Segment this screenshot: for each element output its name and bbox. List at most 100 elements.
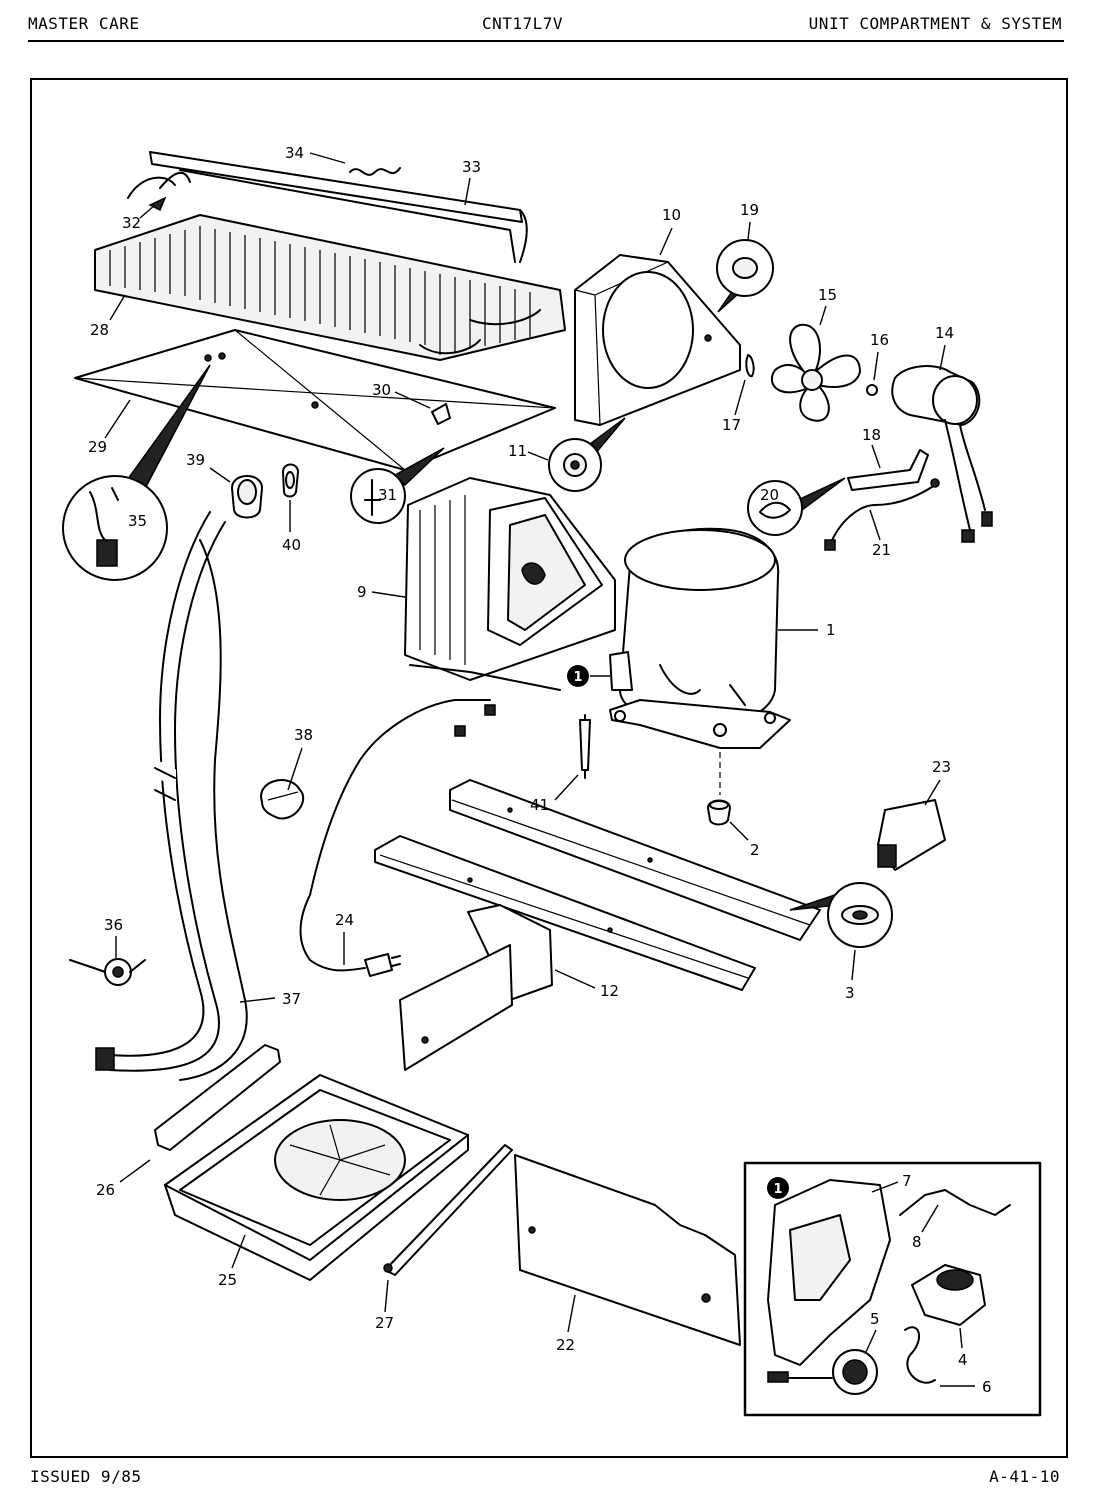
callout-label: 26 bbox=[96, 1181, 115, 1199]
part-15-fan-blade bbox=[770, 323, 861, 422]
callout-32: 32 bbox=[122, 204, 156, 232]
callout-21: 21 bbox=[869, 509, 891, 559]
callout-label: 33 bbox=[462, 158, 481, 176]
part-36-valve bbox=[69, 958, 146, 986]
callout-41: 41 bbox=[530, 774, 579, 814]
part-30-clip bbox=[431, 403, 451, 425]
part-6-wire bbox=[904, 1326, 936, 1384]
callout-22: 22 bbox=[556, 1294, 576, 1354]
part-20-clip-detail bbox=[747, 477, 846, 536]
callout-label: 24 bbox=[335, 911, 354, 929]
callout-37: 37 bbox=[239, 990, 301, 1008]
inset-marker-badge: 1 bbox=[567, 665, 610, 687]
callout-label: 2 bbox=[750, 841, 760, 859]
callout-17: 17 bbox=[722, 379, 746, 434]
part-rail-lower bbox=[374, 835, 756, 991]
callout-label: 12 bbox=[600, 982, 619, 1000]
callout-30: 30 bbox=[372, 381, 431, 409]
callout-31: 31 bbox=[378, 486, 397, 504]
callout-label: 8 bbox=[912, 1233, 922, 1251]
callout-16: 16 bbox=[870, 331, 889, 381]
callout-label: 18 bbox=[862, 426, 881, 444]
part-14-fan-motor bbox=[891, 365, 993, 543]
callout-20: 20 bbox=[760, 486, 779, 504]
part-26-tray-rail bbox=[154, 1044, 281, 1151]
callout-6: 6 bbox=[940, 1378, 992, 1396]
part-12-bracket bbox=[399, 904, 553, 1071]
callout-26: 26 bbox=[96, 1159, 151, 1199]
part-35-thermostat-detail bbox=[62, 364, 211, 581]
callout-label: 38 bbox=[294, 726, 313, 744]
part-21-wire-harness bbox=[824, 478, 940, 551]
callout-5: 5 bbox=[865, 1310, 880, 1353]
callout-label: 29 bbox=[88, 438, 107, 456]
part-16-washer bbox=[866, 384, 878, 396]
diagram-frame bbox=[30, 78, 1068, 1458]
callout-36: 36 bbox=[104, 916, 123, 958]
callout-label: 11 bbox=[508, 442, 527, 460]
inset-marker-number: 1 bbox=[573, 670, 582, 685]
callout-4: 4 bbox=[958, 1327, 968, 1369]
callout-label: 23 bbox=[932, 758, 951, 776]
callout-label: 37 bbox=[282, 990, 301, 1008]
callout-34: 34 bbox=[285, 144, 346, 164]
part-40-grommet bbox=[282, 463, 299, 498]
part-34-wire bbox=[349, 167, 401, 176]
callout-24: 24 bbox=[335, 911, 354, 965]
callout-label: 21 bbox=[872, 541, 891, 559]
part-33-heater-tube bbox=[149, 151, 528, 263]
callout-label: 30 bbox=[372, 381, 391, 399]
part-7-relay-cover bbox=[767, 1179, 891, 1366]
callout-14: 14 bbox=[935, 324, 954, 371]
callout-label: 17 bbox=[722, 416, 741, 434]
part-19-grommet-detail bbox=[716, 239, 774, 313]
header-rule bbox=[28, 40, 1064, 42]
callout-28: 28 bbox=[90, 294, 126, 339]
part-9-drain-pan bbox=[404, 477, 616, 691]
part-38-clamp bbox=[260, 779, 305, 820]
part-28-condenser bbox=[94, 214, 566, 361]
callout-15: 15 bbox=[818, 286, 837, 326]
part-10-fan-shroud bbox=[574, 254, 741, 426]
part-2-grommet bbox=[707, 752, 731, 826]
callout-label: 36 bbox=[104, 916, 123, 934]
callout-label: 15 bbox=[818, 286, 837, 304]
part-25-drain-tray bbox=[164, 1074, 469, 1281]
callout-40: 40 bbox=[282, 500, 301, 554]
callout-1: 1 bbox=[778, 621, 836, 639]
callout-label: 34 bbox=[285, 144, 304, 162]
callout-39: 39 bbox=[186, 451, 231, 483]
callout-label: 39 bbox=[186, 451, 205, 469]
header-section-title: UNIT COMPARTMENT & SYSTEM bbox=[808, 14, 1062, 33]
callout-27: 27 bbox=[375, 1279, 394, 1332]
callout-label: 20 bbox=[760, 486, 779, 504]
part-3-grommet-detail bbox=[789, 882, 893, 948]
callout-11: 11 bbox=[508, 442, 549, 461]
part-5-overload bbox=[767, 1349, 878, 1395]
callout-label: 28 bbox=[90, 321, 109, 339]
part-11-grommet-detail bbox=[548, 417, 626, 492]
part-4-relay bbox=[911, 1264, 986, 1326]
part-37-drain-tube bbox=[95, 511, 248, 1081]
part-rail-upper bbox=[449, 779, 821, 941]
callout-label: 14 bbox=[935, 324, 954, 342]
callout-19: 19 bbox=[740, 201, 759, 241]
callout-label: 7 bbox=[902, 1172, 912, 1190]
callout-35: 35 bbox=[128, 512, 147, 530]
callout-label: 10 bbox=[662, 206, 681, 224]
part-31-clip-detail bbox=[350, 447, 445, 524]
callout-23: 23 bbox=[924, 758, 951, 806]
callout-label: 40 bbox=[282, 536, 301, 554]
callout-label: 6 bbox=[982, 1378, 992, 1396]
inset-box-marker: 1 bbox=[773, 1182, 782, 1197]
part-27-tray-rail bbox=[383, 1144, 513, 1276]
footer-page-code: A-41-10 bbox=[989, 1467, 1060, 1486]
part-17-clip bbox=[745, 354, 755, 378]
part-41-drier bbox=[579, 714, 591, 779]
header-brand: MASTER CARE bbox=[28, 14, 140, 33]
callout-10: 10 bbox=[659, 206, 681, 256]
part-22-cover-panel bbox=[514, 1154, 741, 1346]
part-29-shelf bbox=[74, 329, 556, 471]
callout-label: 1 bbox=[826, 621, 836, 639]
callout-label: 9 bbox=[357, 583, 367, 601]
